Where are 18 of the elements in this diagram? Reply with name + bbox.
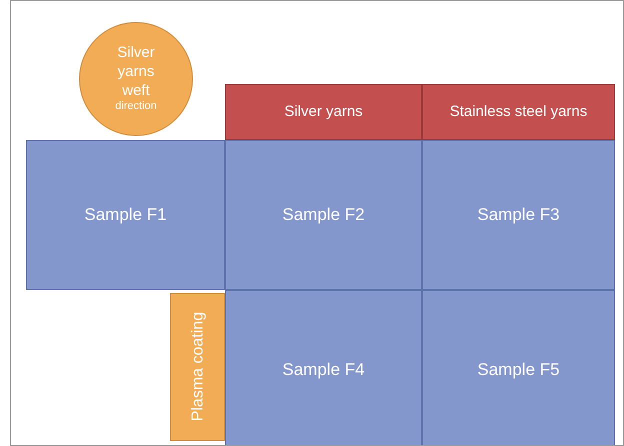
node-text: Stainless steel yarns <box>450 103 588 121</box>
column-header <box>422 84 615 140</box>
node-text: Plasma coating <box>188 311 207 424</box>
sample-box <box>26 140 225 290</box>
node-text: Sample F2 <box>282 204 365 226</box>
node-text: Sample F1 <box>84 204 167 226</box>
column-header <box>225 84 422 140</box>
sample-box <box>422 140 615 290</box>
sample-box <box>225 290 422 445</box>
node-text: Sample F5 <box>477 360 560 380</box>
node-text: Silver yarns <box>284 103 363 121</box>
side-label <box>170 293 225 441</box>
sample-box <box>225 140 422 290</box>
node-text: Sample F4 <box>282 360 365 380</box>
node-text: direction <box>115 100 157 114</box>
node-text: Silver yarns weft <box>116 44 156 100</box>
sample-box <box>422 290 615 445</box>
node-text: Sample F3 <box>477 204 560 226</box>
